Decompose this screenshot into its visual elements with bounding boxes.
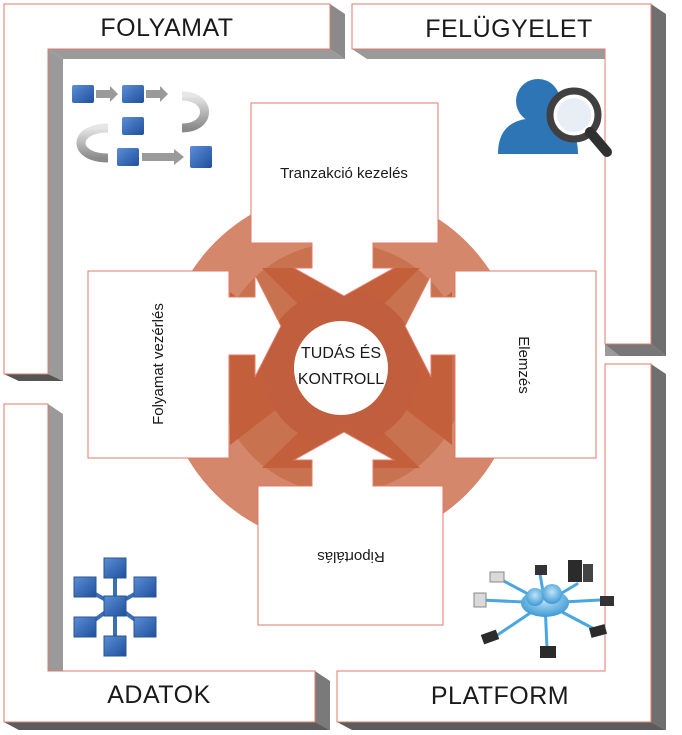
card-label-elemzes: Elemzés <box>515 336 532 394</box>
corner-label-felugyelet: FELÜGYELET <box>425 15 593 43</box>
corner-label-adatok: ADATOK <box>107 681 211 709</box>
corner-label-platform: PLATFORM <box>431 682 569 710</box>
user-search-icon <box>498 79 612 157</box>
center-label-line1: TUDÁS ÉS <box>301 343 381 362</box>
card-label-folyamat-vezerles: Folyamat vezérlés <box>150 303 167 425</box>
frame-top-right <box>351 3 666 356</box>
data-cube-network-icon <box>73 557 157 657</box>
card-right <box>404 270 597 459</box>
frame-bottom-right <box>336 363 666 730</box>
frame-bottom-left <box>3 403 330 730</box>
card-top <box>250 102 439 297</box>
center-label-line2: KONTROLL <box>298 371 384 388</box>
card-bottom <box>257 431 444 626</box>
process-flow-icon <box>72 85 212 168</box>
card-label-tranzakcio: Tranzakció kezelés <box>280 165 408 182</box>
card-left <box>87 270 282 459</box>
card-label-riportalas: Riportálás <box>317 548 385 565</box>
frame-top-left <box>3 3 345 381</box>
center-white <box>294 321 388 415</box>
cloud-network-icon <box>473 560 614 658</box>
corner-label-folyamat: FOLYAMAT <box>100 14 233 42</box>
